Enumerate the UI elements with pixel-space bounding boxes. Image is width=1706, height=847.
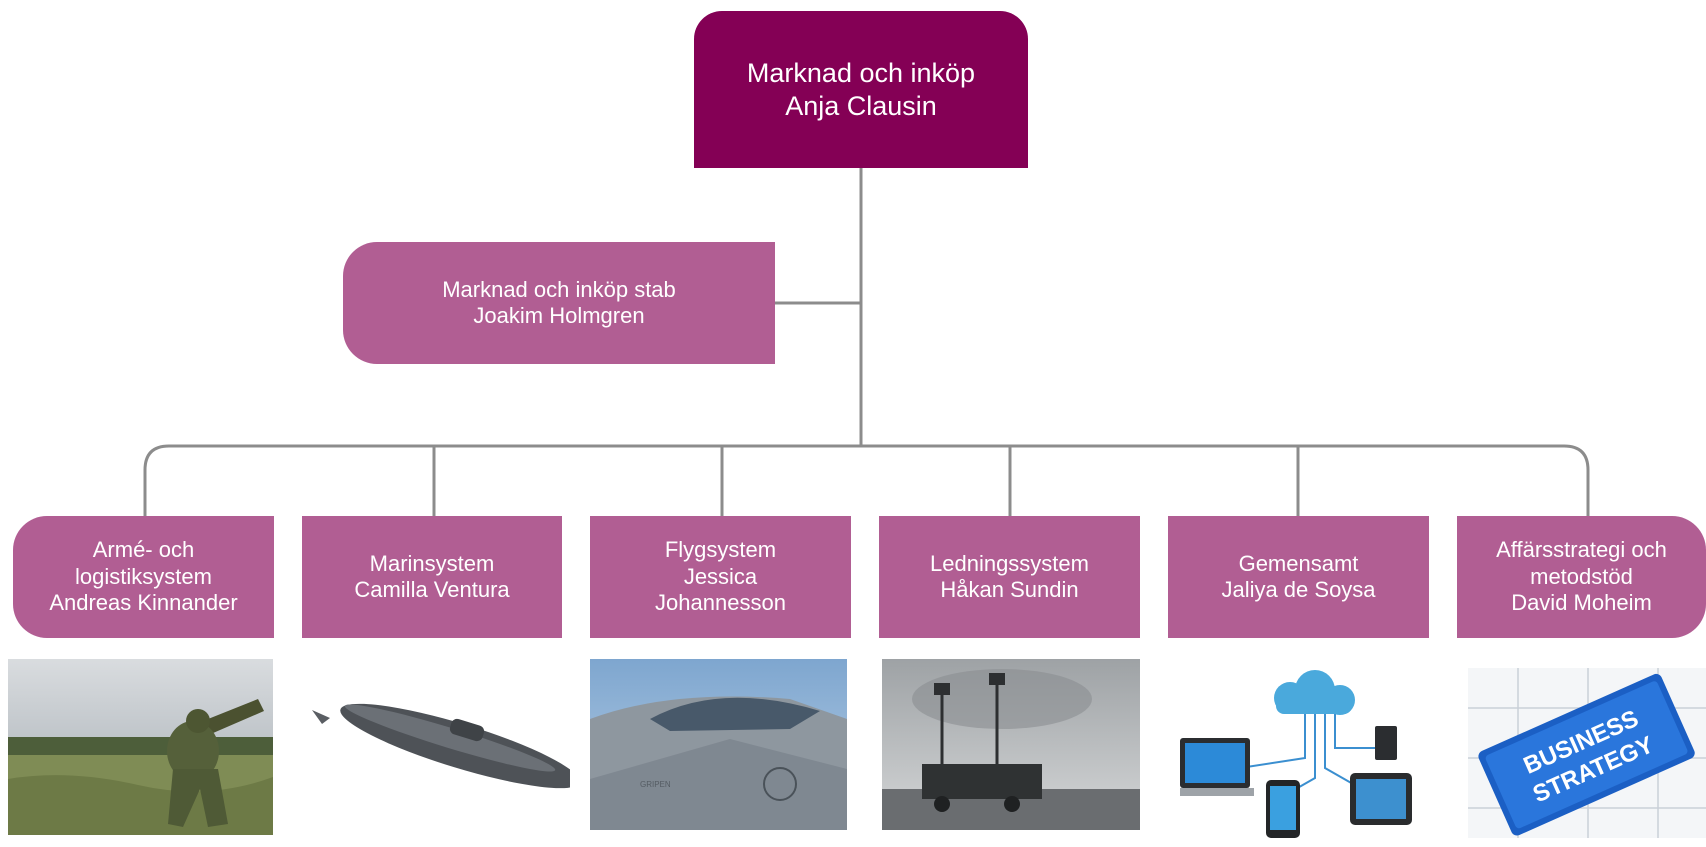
dept-line: Ledningssystem [930, 550, 1089, 576]
dept-line: Andreas Kinnander [49, 590, 238, 616]
dept-line: Jaliya de Soysa [1221, 577, 1376, 602]
dept-line: Håkan Sundin [940, 577, 1079, 602]
staff-box: Marknad och inköp stab Joakim Holmgren [343, 242, 775, 364]
dept-box-strategy: Affärsstrategi och metodstöd David Mohei… [1457, 516, 1706, 638]
dept-line: Camilla Ventura [354, 577, 510, 602]
head-unit-name: Marknad och inköp [746, 58, 976, 89]
soldier-with-missile-launcher-photo [8, 659, 273, 835]
head-person-name: Anja Clausin [785, 90, 937, 121]
fighter-jet-cockpit-photo: GRIPEN [590, 659, 847, 830]
submarine-render [300, 680, 570, 800]
dept-box-marine: Marinsystem Camilla Ventura [302, 516, 562, 638]
cloud-devices-illustration [1180, 668, 1430, 840]
jet-label-text: GRIPEN [640, 780, 671, 789]
dept-box-common: Gemensamt Jaliya de Soysa [1168, 516, 1429, 638]
dept-box-army: Armé- och logistiksystem Andreas Kinnand… [13, 516, 274, 638]
dept-line: Affärsstrategi och [1496, 537, 1667, 563]
dept-line: metodstöd [1530, 563, 1633, 589]
head-box: Marknad och inköp Anja Clausin [694, 11, 1028, 168]
staff-unit-name: Marknad och inköp stab [442, 276, 676, 302]
dept-box-air: Flygsystem Jessica Johannesson [590, 516, 851, 638]
dept-line: Marinsystem [369, 550, 495, 576]
staff-person-name: Joakim Holmgren [473, 303, 645, 328]
dept-line: David Moheim [1511, 590, 1652, 616]
dept-line: Johannesson [655, 590, 786, 616]
radar-truck-photo [882, 659, 1140, 830]
business-strategy-puzzle: BUSINESS STRATEGY [1468, 668, 1706, 838]
dept-line: Armé- och [92, 537, 195, 563]
dept-line: Gemensamt [1238, 550, 1359, 576]
department-bus-line [143, 444, 1590, 516]
dept-line: logistiksystem [75, 563, 212, 589]
dept-box-command: Ledningssystem Håkan Sundin [879, 516, 1140, 638]
dept-line: Flygsystem [664, 537, 777, 563]
dept-line: Jessica [683, 563, 758, 589]
